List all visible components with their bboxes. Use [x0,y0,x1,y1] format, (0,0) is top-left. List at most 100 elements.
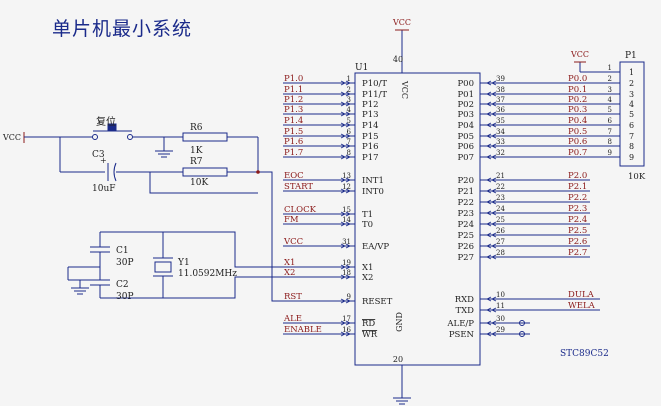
net-label: P0.5 [568,127,587,137]
pin-name: P23 [457,209,474,219]
net-label: RST [284,292,302,302]
pin-number: 9 [608,149,612,157]
pin-arrow [486,232,492,238]
p1-pin-number: 8 [629,142,634,151]
net-label: P2.5 [568,226,587,236]
pin-name: P00 [457,79,474,89]
c2-ref: C2 [116,280,129,290]
pin-arrow [486,177,492,183]
pin-number: 30 [496,315,505,323]
pin-name: P01 [457,90,474,100]
pin-arrow [340,298,346,304]
pin-arrow [345,80,351,86]
pin-number: 7 [608,128,612,136]
wire [258,171,283,302]
pin-name: P14 [362,121,379,131]
pin-number: 37 [496,96,505,104]
pin-arrow [345,143,351,149]
p1-pin-number: 7 [629,132,634,141]
pin-arrow [491,101,497,107]
c2-value: 30P [116,292,134,302]
net-label: P1.3 [284,105,303,115]
pin-arrow [345,274,351,280]
c1-value: 30P [116,258,134,268]
pin-arrow [486,111,492,117]
pin-arrow [486,307,492,313]
u1-part-number: STC89C52 [560,349,609,359]
pin-arrow [340,211,346,217]
r6-ref: R6 [190,123,203,133]
pin-number: 8 [608,138,612,146]
pin-arrow [491,320,497,326]
pin-arrow [345,111,351,117]
pin-arrow [486,154,492,160]
pin-arrow [340,111,346,117]
pin-name: INT1 [362,176,384,186]
pin-arrow [340,188,346,194]
pin-number: 28 [496,249,505,257]
pin-number: 19 [342,259,351,267]
pin-arrow [491,122,497,128]
p1-pin-number: 4 [629,100,634,109]
reset-button [107,123,117,132]
pin-arrow [340,264,346,270]
pin-number: 2 [347,86,351,94]
pin-name: WR [362,330,378,340]
pin-name: ALE/P [446,319,474,329]
pin-number: 13 [342,172,351,180]
pin-name: RESET [362,297,393,307]
pin-arrow [486,221,492,227]
net-label: P1.4 [284,116,303,126]
p1-pin-number: 9 [629,153,634,162]
u1-ref: U1 [355,63,368,73]
pin-arrow [491,243,497,249]
pin-name: P24 [457,220,474,230]
net-label: P0.1 [568,85,587,95]
pin-number: 17 [342,315,351,323]
pin-number: 34 [496,128,505,136]
pin-arrow [345,298,351,304]
reset-button-label: 复位 [96,115,116,128]
pin-arrow [491,296,497,302]
pin-name: P03 [457,110,474,120]
pin-name: TXD [455,306,474,316]
pin-name: P15 [362,132,379,142]
net-label: P1.5 [284,127,303,137]
page-title: 单片机最小系统 [52,18,193,40]
pin-arrow [486,143,492,149]
net-label: P0.2 [568,95,587,105]
pin-arrow [486,91,492,97]
junction [256,170,260,174]
r7-value: 10K [190,178,208,188]
pin-arrow [345,154,351,160]
net-label: START [284,182,313,192]
pin-number: 14 [342,216,351,224]
pin-name: P05 [457,132,474,142]
pin-name: P27 [457,253,474,263]
pin-name: GND [395,312,404,332]
pin-arrow [491,143,497,149]
net-label: P2.3 [568,204,587,214]
pin-name: T1 [362,210,373,220]
pin-arrow [486,331,492,337]
pin-number: 39 [496,75,505,83]
pin-number: 11 [496,302,505,310]
pin-name: VCC [400,80,409,99]
pin-number: 35 [496,117,505,125]
resistor-r6 [182,132,228,142]
pin-number: 2 [608,75,612,83]
pin-arrow [340,122,346,128]
capacitor-c3 [113,162,117,182]
net-label: P0.4 [568,116,587,126]
net-label: P2.6 [568,237,587,247]
pin-arrow [491,91,497,97]
r6-value: 1K [190,146,203,156]
p1-pin-number: 3 [629,90,634,99]
pin-number: 15 [342,206,351,214]
pin-number: 1 [608,64,612,72]
pin-arrow [345,188,351,194]
pin-arrow [491,254,497,260]
pin-arrow [340,221,346,227]
pin-arrow [486,296,492,302]
c3-ref: C3 [92,150,105,160]
